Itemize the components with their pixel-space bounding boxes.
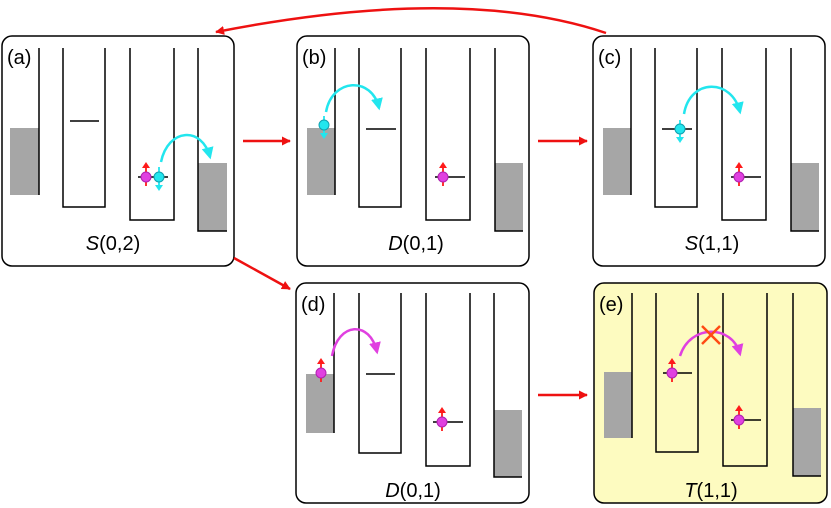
spin-down-electron — [318, 116, 330, 139]
left-lead — [604, 372, 632, 438]
panel-e-frame — [593, 282, 828, 504]
panel-e: (e) T(1,1) — [593, 282, 828, 504]
spin-down-electron — [674, 120, 686, 143]
tunneling-arrow — [682, 85, 744, 115]
panel-c: (c) S(1,1) — [592, 35, 826, 267]
transition-arrow-c-to-a — [215, 7, 607, 35]
spin-up-electron — [733, 162, 745, 186]
spin-up-electron — [733, 405, 745, 429]
panel-e-tag: (e) — [599, 294, 623, 316]
spin-up-electron — [666, 358, 678, 382]
potential-profile — [333, 293, 522, 478]
panel-a: (a) S(0,2) — [1, 35, 235, 267]
spin-up-electron — [437, 162, 449, 186]
panel-a-frame — [1, 35, 235, 267]
spin-up-electron — [140, 162, 152, 186]
panel-d-state-label: D(0,1) — [385, 480, 441, 502]
right-lead — [793, 408, 821, 476]
transition-arrow-a-to-d — [233, 256, 291, 291]
tunneling-arrow — [159, 133, 214, 163]
spin-down-electron — [153, 167, 165, 191]
panel-b-state-label: D(0,1) — [388, 233, 444, 255]
panel-d: (d) D(0,1) — [295, 282, 530, 504]
potential-profile — [631, 293, 821, 477]
panel-c-state-label: S(1,1) — [685, 233, 739, 255]
right-lead — [495, 163, 523, 231]
potential-profile — [334, 48, 523, 232]
left-lead — [307, 128, 335, 195]
panel-c-frame — [592, 35, 826, 267]
blocked-tunneling-arrow — [678, 330, 744, 357]
panel-d-tag: (d) — [301, 294, 325, 316]
cross-icon — [701, 325, 721, 345]
panel-b-tag: (b) — [302, 47, 326, 69]
potential-profile — [38, 48, 227, 232]
panel-b: (b) D(0,1) — [296, 35, 530, 267]
panel-e-state-label: T(1,1) — [684, 480, 737, 502]
panel-a-state-label: S(0,2) — [86, 233, 140, 255]
left-lead — [603, 128, 631, 195]
spin-up-electron — [315, 358, 327, 382]
spin-up-electron — [436, 407, 448, 431]
right-lead — [198, 163, 227, 231]
left-lead — [10, 128, 39, 195]
left-lead — [306, 374, 334, 433]
right-lead — [791, 163, 819, 231]
right-lead — [494, 410, 522, 477]
panel-b-frame — [296, 35, 530, 267]
tunneling-arrow — [324, 84, 383, 113]
panel-a-tag: (a) — [7, 47, 31, 69]
tunneling-arrow — [330, 328, 381, 357]
panel-c-tag: (c) — [598, 47, 621, 69]
potential-profile — [630, 48, 819, 232]
